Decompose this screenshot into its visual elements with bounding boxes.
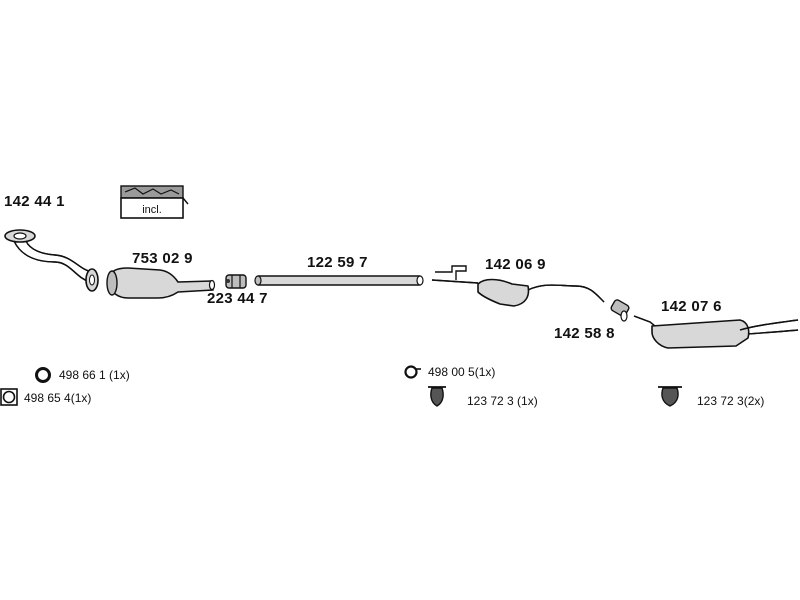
part-number-intermediate-pipe: 122 59 7 — [307, 254, 368, 271]
kit-label: incl. — [142, 204, 162, 216]
accessory-gasket-left: 498 65 4(1x) — [24, 391, 92, 405]
part-number-front-pipe: 142 44 1 — [4, 193, 65, 210]
kit-box-icon — [120, 185, 189, 219]
rear-silencer-part — [633, 315, 799, 349]
accessory-ring-left: 498 66 1 (1x) — [59, 368, 130, 382]
ring-middle-icon — [404, 365, 421, 379]
gasket-left-icon — [0, 388, 18, 406]
intermediate-pipe-part — [254, 275, 424, 286]
accessory-hanger-right: 123 72 3(2x) — [697, 394, 765, 408]
part-number-connector: 142 58 8 — [554, 325, 615, 342]
part-number-centre-silencer: 142 06 9 — [485, 256, 546, 273]
part-number-catalyst: 753 02 9 — [132, 250, 193, 267]
hanger-middle-icon — [428, 386, 446, 407]
front-pipe-part — [4, 229, 99, 292]
catalytic-converter-part — [106, 267, 216, 299]
part-number-rear-silencer: 142 07 6 — [661, 298, 722, 315]
accessory-ring-middle: 498 00 5(1x) — [428, 365, 496, 379]
centre-silencer-part — [431, 265, 605, 307]
clamp-part — [225, 274, 247, 289]
hanger-right-icon — [658, 386, 682, 407]
accessory-hanger-middle: 123 72 3 (1x) — [467, 394, 538, 408]
connector-part — [610, 299, 630, 322]
ring-left-icon — [35, 367, 51, 383]
part-number-clamp: 223 44 7 — [207, 290, 268, 307]
